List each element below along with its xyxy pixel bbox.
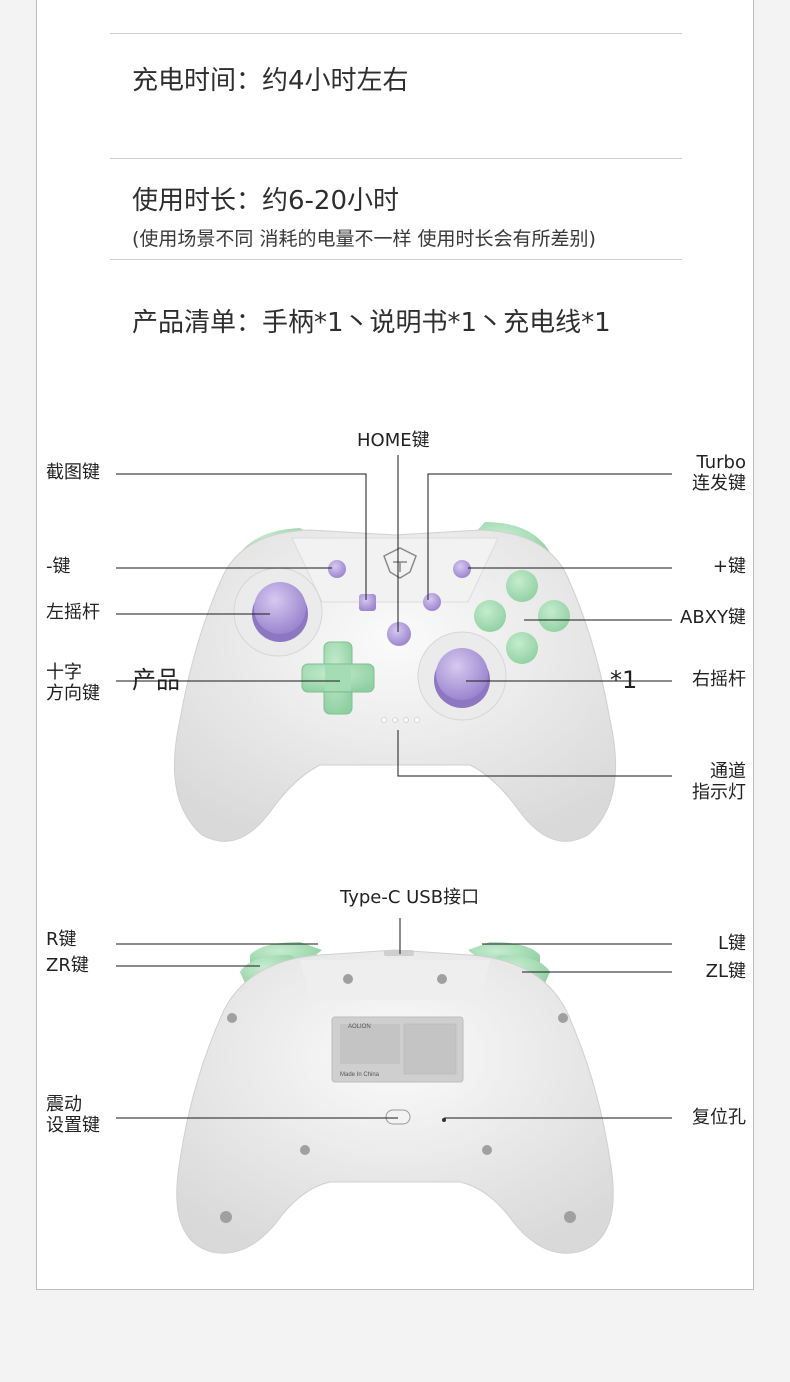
minus-button-icon — [328, 560, 346, 578]
dpad-label: 十字方向键 — [46, 662, 100, 704]
channel-led-label: 通道指示灯 — [692, 761, 746, 803]
back-leader-lines — [116, 918, 672, 1119]
b-button-icon — [506, 632, 538, 664]
ghost-text-left: 产品 — [132, 666, 180, 694]
right-stick-icon — [436, 648, 488, 700]
left-stick-label: 左摇杆 — [46, 602, 100, 623]
face-panel — [291, 537, 499, 603]
left-stick-icon — [254, 582, 306, 634]
front-controller — [173, 522, 617, 842]
home-button-icon — [387, 622, 411, 646]
home-key-label: HOME键 — [357, 430, 430, 451]
package-list: 产品清单：手柄*1丶说明书*1丶充电线*1 — [132, 308, 611, 338]
reset-hole-label: 复位孔 — [692, 1107, 746, 1128]
a-button-icon — [538, 600, 570, 632]
x-button-icon — [506, 570, 538, 602]
right-stick-label: 右摇杆 — [692, 669, 746, 690]
divider — [110, 259, 682, 260]
usb-port-icon — [384, 950, 414, 956]
back-controller — [176, 942, 614, 1254]
plate-made: Made In China — [340, 1072, 380, 1078]
abxy-key-label: ABXY键 — [680, 607, 746, 628]
r-key-label: R键 — [46, 929, 77, 950]
y-button-icon — [474, 600, 506, 632]
zr-key-label: ZR键 — [46, 955, 89, 976]
plate-brand: AOLION — [348, 1024, 371, 1030]
usb-port-label: Type-C USB接口 — [340, 887, 480, 908]
front-leader-lines — [116, 455, 672, 777]
zl-key-label: ZL键 — [705, 961, 746, 982]
ghost-text-right: *1 — [610, 666, 638, 694]
plus-button-icon — [453, 560, 471, 578]
usage-time: 使用时长：约6-20小时 — [132, 186, 400, 216]
channel-led-icon — [381, 717, 420, 723]
back-body — [176, 949, 614, 1254]
screenshot-key-label: 截图键 — [46, 462, 100, 483]
dpad-icon — [301, 641, 375, 715]
l-key-label: L键 — [717, 933, 746, 954]
minus-key-label: -键 — [46, 556, 71, 577]
screenshot-button-icon — [359, 594, 376, 611]
vibration-button-icon — [385, 1109, 411, 1125]
usage-note: (使用场景不同 消耗的电量不一样 使用时长会有所差别) — [132, 228, 596, 250]
plus-key-label: +键 — [712, 556, 746, 577]
divider — [110, 33, 682, 34]
charge-time: 充电时间：约4小时左右 — [132, 66, 409, 96]
reset-hole-icon — [442, 1118, 446, 1122]
turbo-button-icon — [423, 593, 441, 611]
lion-logo-icon — [383, 547, 417, 579]
divider — [110, 158, 682, 159]
vibration-key-label: 震动设置键 — [46, 1094, 100, 1136]
